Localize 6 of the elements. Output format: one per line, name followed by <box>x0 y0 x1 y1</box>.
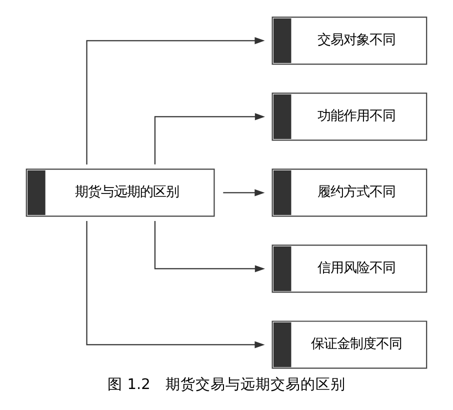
arrow <box>223 189 265 196</box>
caption: 图 1.2 期货交易与远期交易的区别 <box>108 376 346 393</box>
arrow <box>154 113 265 164</box>
arrow <box>154 221 265 272</box>
arrow <box>86 220 265 348</box>
arrow <box>86 37 265 164</box>
